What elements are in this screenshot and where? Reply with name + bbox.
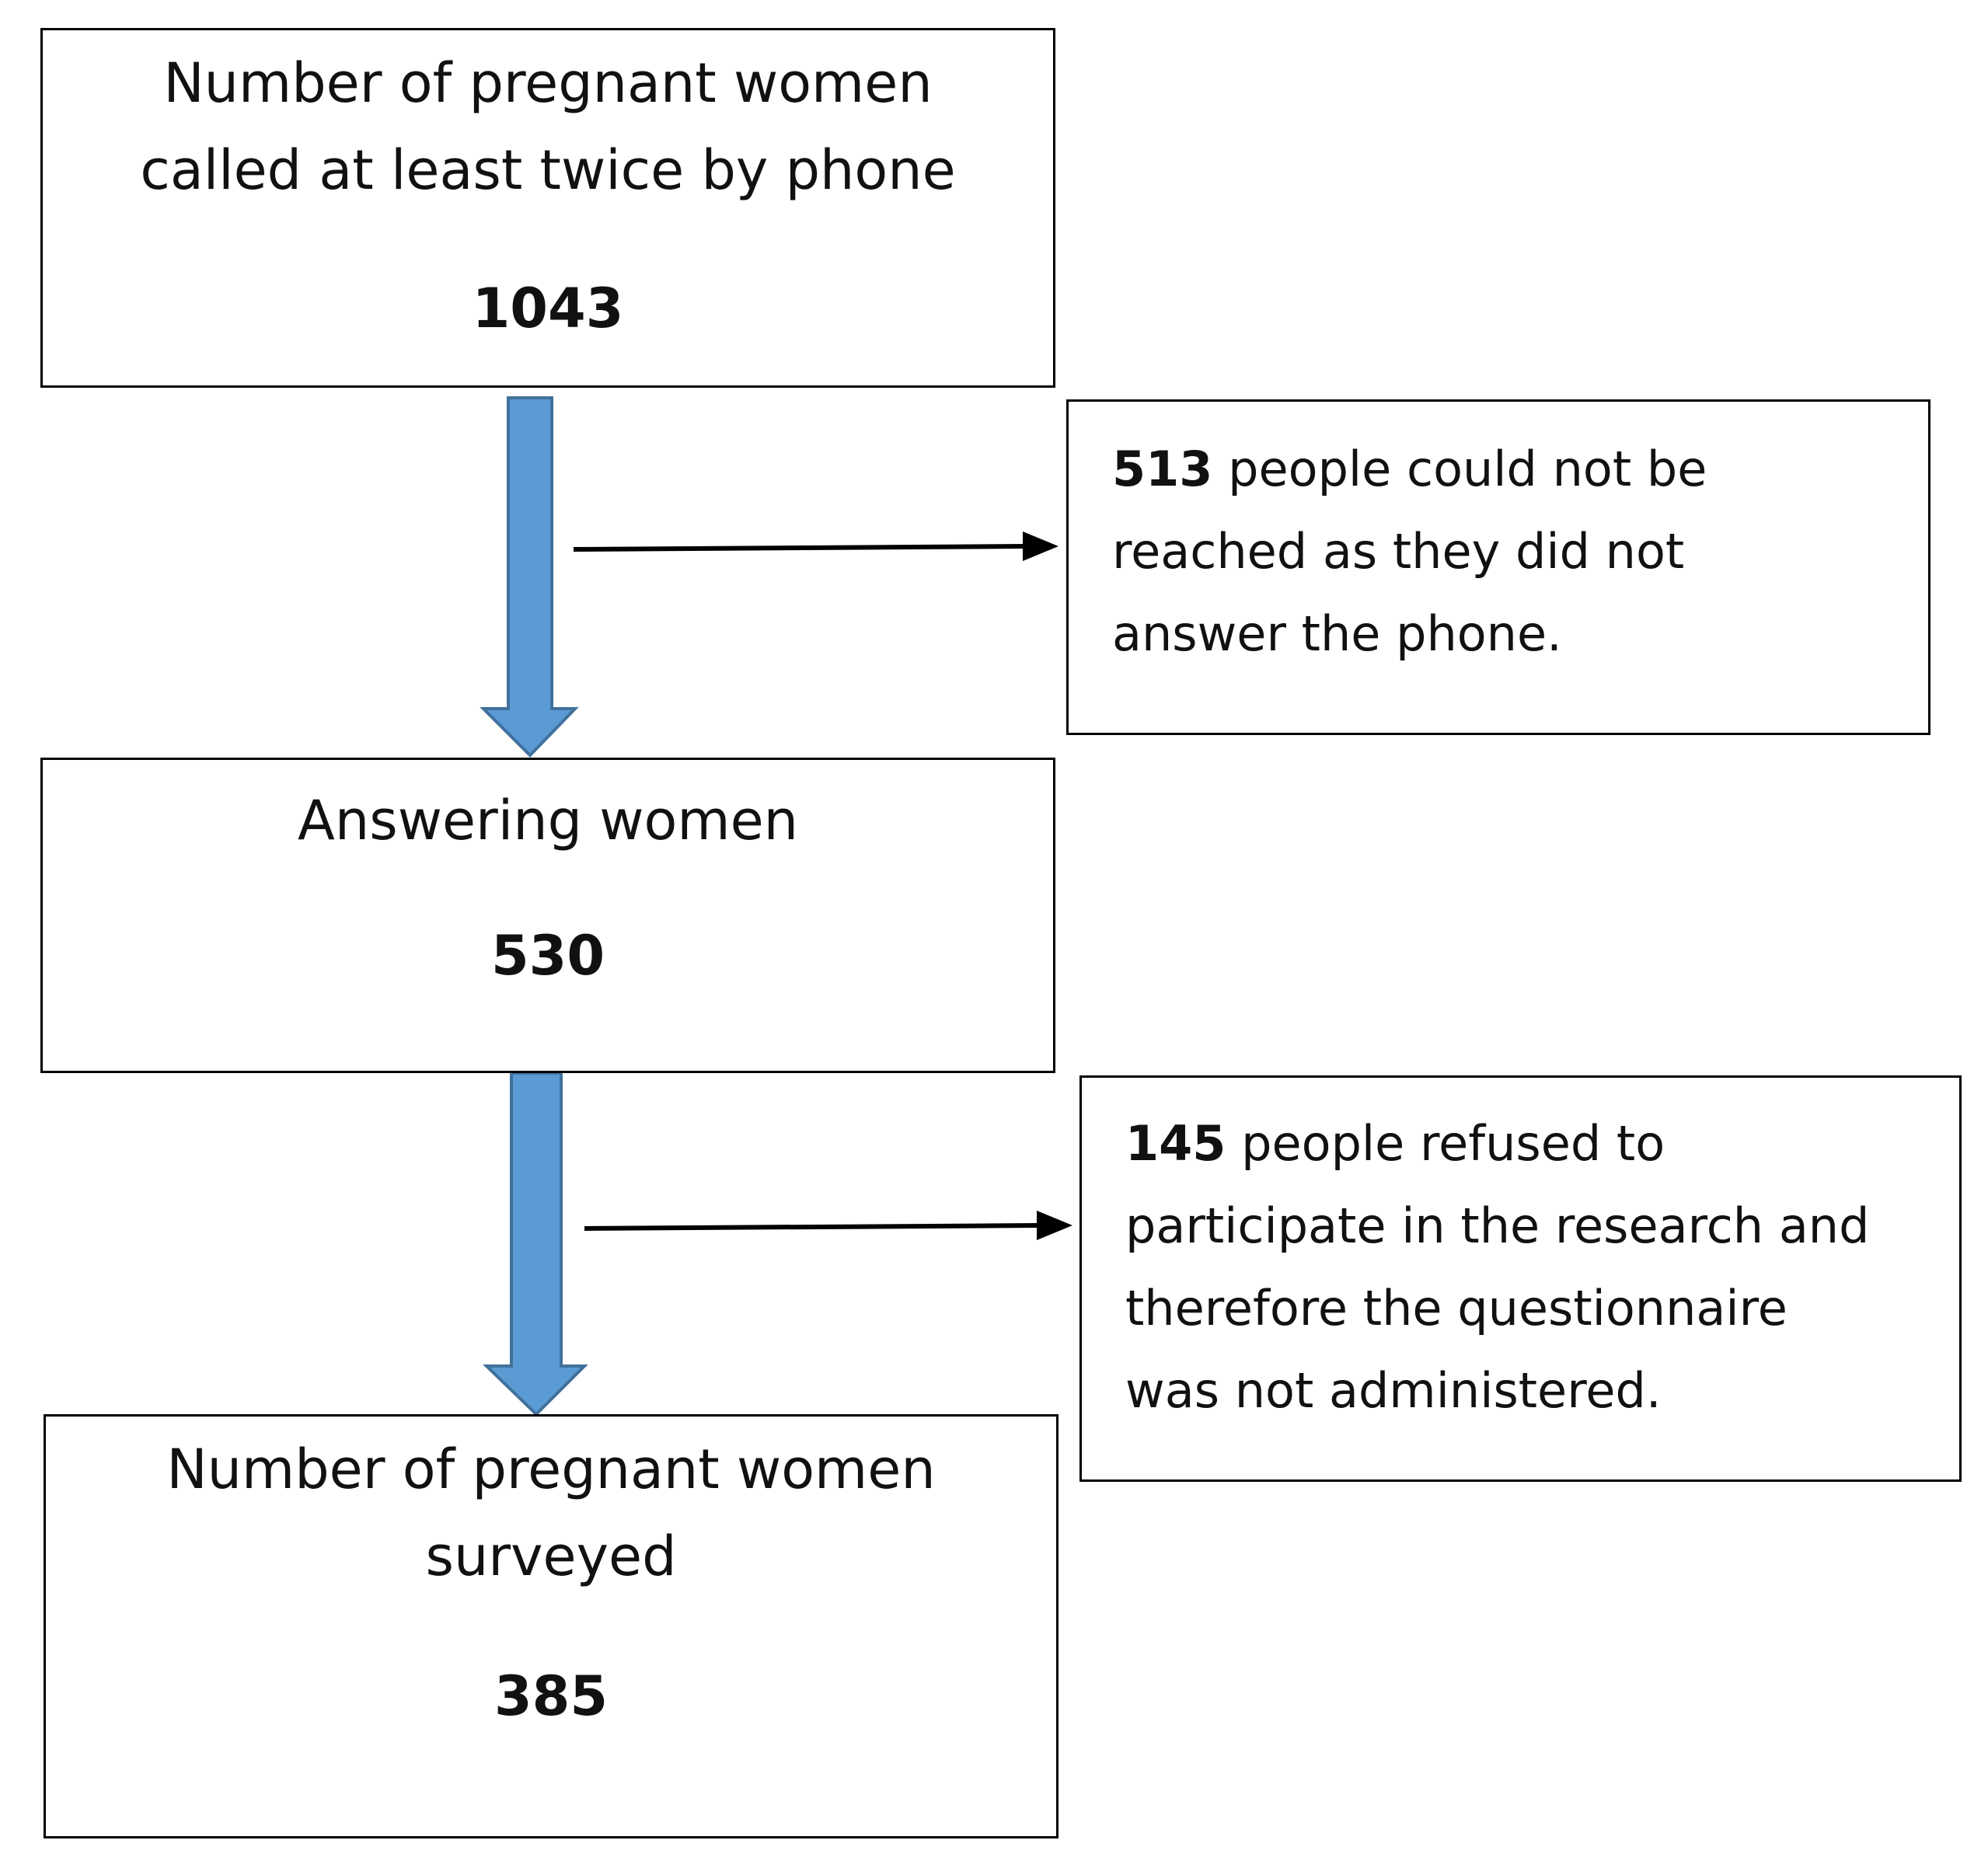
- box-surveyed-women-label-line: Number of pregnant women: [166, 1438, 936, 1501]
- box-surveyed-women-label-line: surveyed: [425, 1525, 677, 1588]
- exclusion-box-unreached-text: 513 people could not be reached as they …: [1112, 428, 1707, 675]
- exclusion-line: participate in the research and: [1125, 1197, 1870, 1254]
- exclusion-box-refused-text: 145 people refused to participate in the…: [1125, 1103, 1869, 1432]
- box-surveyed-women-label: Number of pregnant women surveyed: [46, 1426, 1056, 1600]
- box-answering-women: Answering women 530: [40, 758, 1055, 1073]
- box-called-women-label-line: Number of pregnant women: [163, 51, 933, 115]
- exclusion-box-unreached: 513 people could not be reached as they …: [1066, 399, 1930, 735]
- box-answering-women-label-line: Answering women: [297, 789, 798, 852]
- exclusion-arrow-1: [573, 544, 1025, 552]
- box-called-women: Number of pregnant women called at least…: [40, 28, 1055, 388]
- exclusion-line: was not administered.: [1125, 1362, 1662, 1419]
- flow-arrow-1: [480, 396, 579, 758]
- exclusion-line: answer the phone.: [1112, 605, 1562, 662]
- exclusion-line: 145 people refused to: [1125, 1103, 1869, 1185]
- box-surveyed-women-count: 385: [494, 1664, 609, 1728]
- exclusion-count: 513: [1112, 441, 1213, 497]
- exclusion-count: 145: [1125, 1115, 1226, 1172]
- exclusion-arrow-2-head: [1037, 1211, 1072, 1240]
- flow-arrow-2: [483, 1072, 588, 1417]
- box-surveyed-women: Number of pregnant women surveyed 385: [44, 1414, 1059, 1838]
- exclusion-line-text: people could not be: [1212, 441, 1707, 497]
- exclusion-line-text: people refused to: [1226, 1115, 1665, 1172]
- exclusion-arrow-1-head: [1023, 531, 1059, 561]
- exclusion-line: 513 people could not be: [1112, 428, 1707, 511]
- box-answering-women-count: 530: [490, 924, 605, 988]
- exclusion-arrow-2: [584, 1223, 1039, 1231]
- box-called-women-count: 1043: [472, 277, 624, 340]
- exclusion-line: reached as they did not: [1112, 523, 1685, 580]
- exclusion-box-refused: 145 people refused to participate in the…: [1079, 1075, 1962, 1482]
- box-called-women-label: Number of pregnant women called at least…: [43, 40, 1053, 214]
- exclusion-line: therefore the questionnaire: [1125, 1280, 1787, 1337]
- box-called-women-label-line: called at least twice by phone: [140, 138, 956, 202]
- box-answering-women-label: Answering women: [43, 777, 1053, 864]
